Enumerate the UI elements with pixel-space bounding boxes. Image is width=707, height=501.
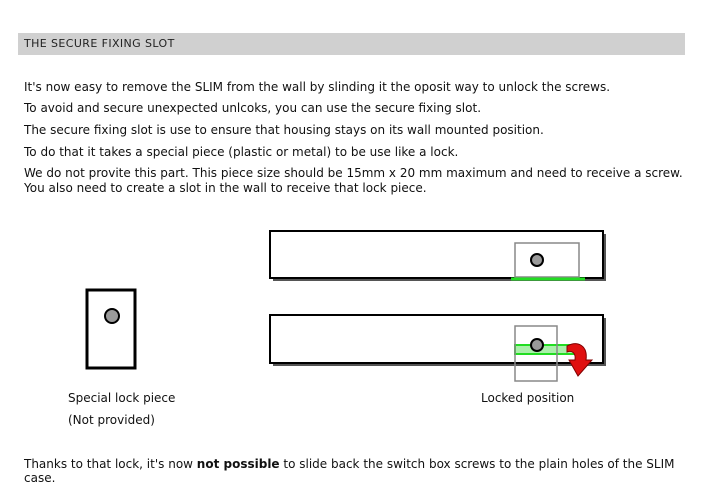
paragraph-4: To do that it takes a special piece (pla… (24, 145, 459, 159)
section-header: THE SECURE FIXING SLOT (18, 33, 685, 55)
lock-piece-screw (104, 308, 120, 324)
paragraph-2: To avoid and secure unexpected unlcoks, … (24, 101, 482, 115)
paragraph-1: It's now easy to remove the SLIM from th… (24, 80, 611, 94)
lock-piece (85, 288, 137, 370)
paragraph-5: We do not provite this part. This piece … (24, 166, 683, 195)
footer-after: to slide back the switch box screws to t… (24, 457, 675, 485)
locked-position-caption: Locked position (481, 391, 575, 405)
lock-piece-note: (Not provided) (68, 413, 155, 427)
footer-text: Thanks to that lock, it's now not possib… (24, 457, 707, 485)
screw-bottom (530, 338, 544, 352)
paragraph-3: The secure fixing slot is use to ensure … (24, 123, 544, 137)
footer-before: Thanks to that lock, it's now (24, 457, 197, 471)
red-arrow-icon (566, 343, 594, 377)
lock-piece-inserted (514, 325, 558, 382)
housing-bottom (269, 314, 604, 364)
lock-piece-caption: Special lock piece (68, 391, 176, 405)
section-title: THE SECURE FIXING SLOT (24, 37, 175, 50)
footer-bold: not possible (196, 457, 280, 471)
screw-top (530, 253, 544, 267)
fixing-slot-top (514, 242, 580, 278)
